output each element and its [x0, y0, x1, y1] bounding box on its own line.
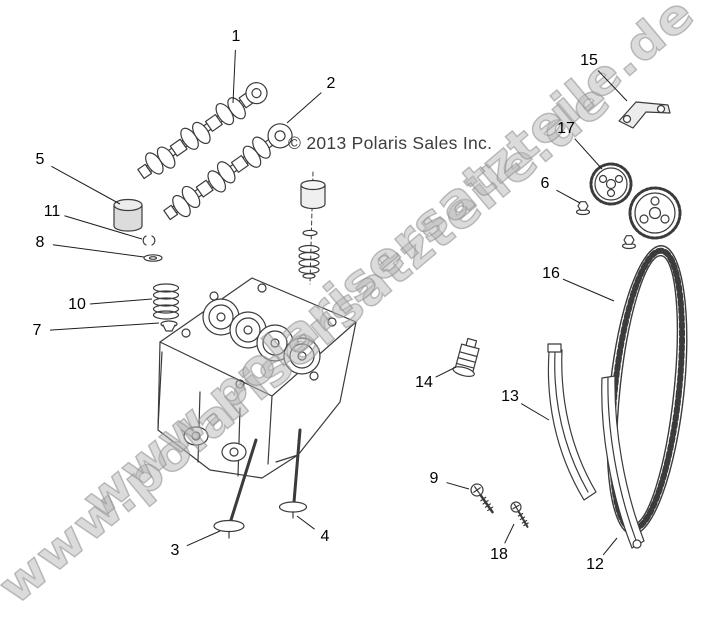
mounting-bracket [618, 101, 671, 129]
valve-3 [213, 438, 258, 539]
part-number-7: 7 [32, 322, 42, 339]
flange-bolts [575, 201, 637, 250]
cam-sprockets [589, 162, 682, 240]
valve-keepers [142, 235, 156, 246]
leader-line-14 [435, 366, 457, 378]
leader-line-10 [89, 298, 153, 305]
cylinder-head [157, 277, 357, 479]
part-number-2: 2 [326, 75, 336, 92]
leader-line-17 [574, 138, 603, 170]
spring-seat [160, 320, 178, 332]
leader-line-12 [602, 537, 618, 556]
part-number-16: 16 [542, 265, 560, 282]
chain-guide [547, 343, 597, 501]
leader-line-15 [597, 70, 628, 102]
leader-line-8 [52, 244, 145, 258]
leader-line-5 [51, 165, 121, 205]
part-number-11: 11 [43, 203, 61, 220]
copyright-text: © 2013 Polaris Sales Inc. [288, 133, 493, 153]
part-number-10: 10 [68, 296, 86, 313]
leader-line-2 [286, 92, 322, 124]
leader-line-7 [49, 322, 160, 331]
part-number-15: 15 [580, 52, 598, 69]
part-number-17: 17 [557, 120, 575, 137]
part-number-13: 13 [501, 388, 519, 405]
part-number-6: 6 [540, 175, 550, 192]
part-number-18: 18 [490, 546, 508, 563]
part-number-12: 12 [586, 556, 604, 573]
timing-chain [606, 245, 688, 535]
part-number-5: 5 [35, 151, 45, 168]
valve-spring [152, 283, 180, 320]
part-number-1: 1 [231, 28, 241, 45]
spring-retainer [143, 254, 163, 262]
leader-line-11 [64, 215, 143, 240]
leader-line-6 [556, 189, 581, 204]
part-number-14: 14 [415, 374, 433, 391]
screw-18 [510, 501, 529, 528]
part-number-8: 8 [35, 234, 45, 251]
camshaft-1 [137, 82, 268, 180]
leader-line-9 [446, 482, 470, 490]
tensioner-blade [601, 375, 645, 549]
tappet-bucket-2 [298, 171, 326, 285]
leader-line-4 [296, 515, 315, 530]
screw-9 [470, 483, 494, 514]
watermark-text-2: www.polarisersatzteile.de [72, 0, 705, 529]
tappet-bucket [113, 198, 143, 232]
chain-tensioner [452, 337, 480, 377]
leader-line-16 [562, 278, 615, 302]
leader-line-3 [186, 530, 221, 547]
part-number-9: 9 [429, 470, 439, 487]
part-number-3: 3 [170, 542, 180, 559]
camshaft-2 [163, 123, 293, 221]
valve-4 [278, 428, 308, 519]
leader-line-1 [232, 49, 236, 104]
leader-line-13 [520, 403, 550, 421]
part-number-4: 4 [320, 528, 330, 545]
leader-line-18 [504, 523, 515, 544]
